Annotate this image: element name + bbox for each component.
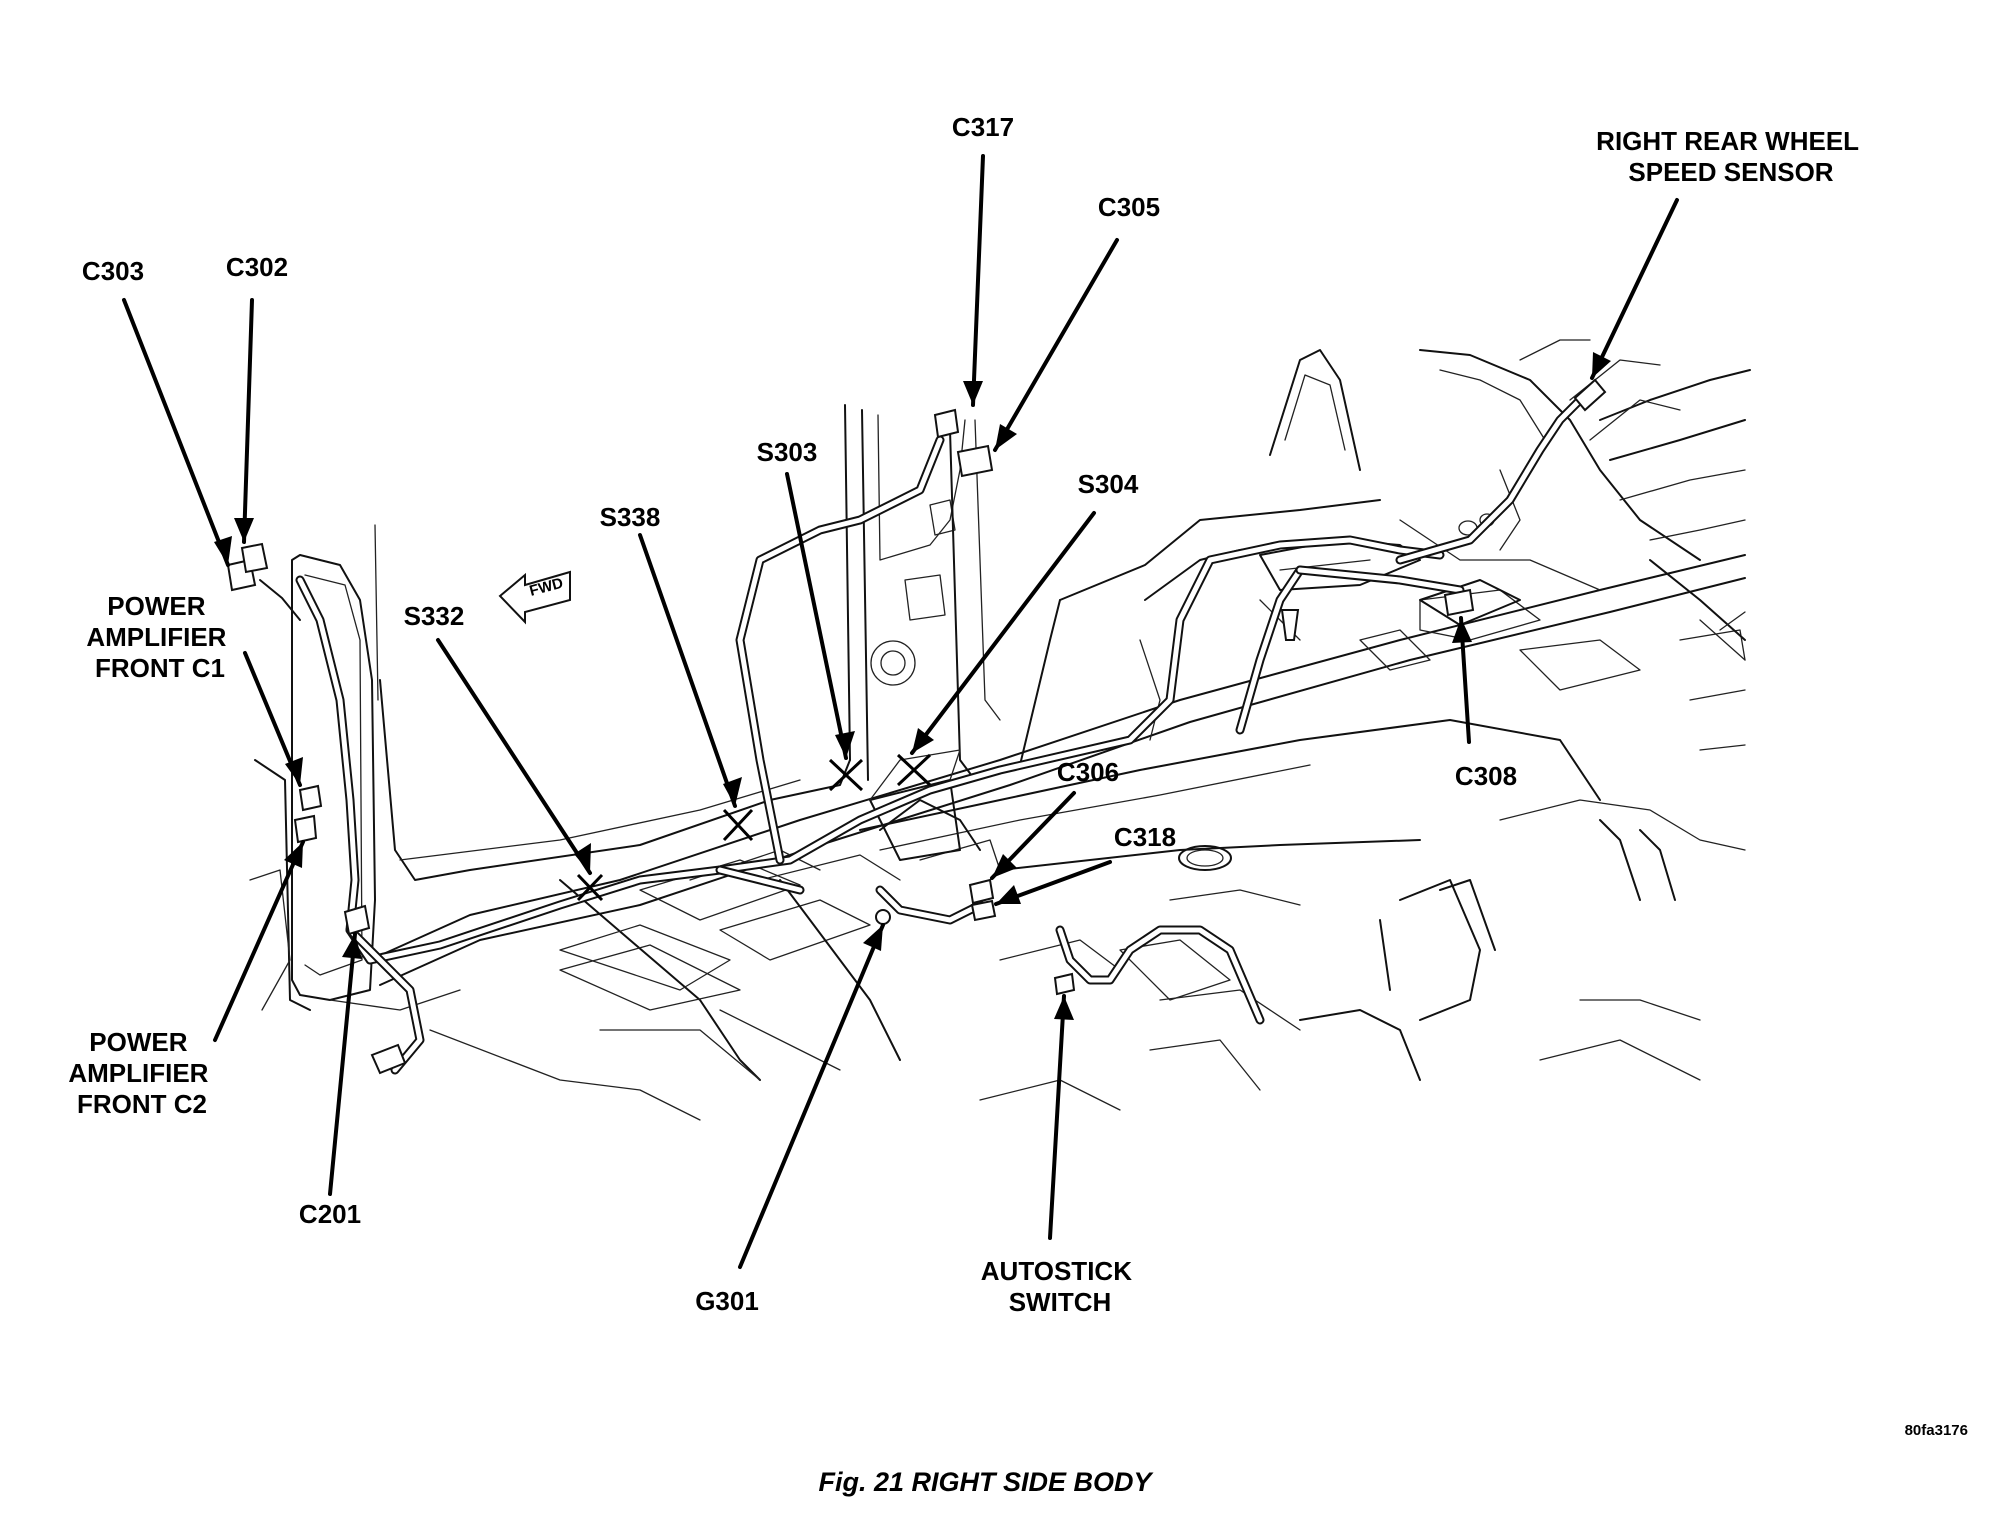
s304-splice-mark	[896, 753, 932, 787]
autostick-switch-connector	[1053, 972, 1076, 996]
s303-leader	[785, 472, 848, 760]
g301-arrowhead	[863, 925, 883, 951]
g301-label: G301	[695, 1286, 759, 1316]
power-amplifier-front-c1-label: POWER AMPLIFIER FRONT C1	[86, 591, 233, 683]
s303-arrowhead	[835, 731, 855, 758]
c303-label: C303	[82, 256, 144, 286]
c201-arrowhead	[342, 934, 362, 959]
c308-arrowhead	[1452, 618, 1472, 643]
right-rear-wheel-speed-sensor-part	[1573, 378, 1607, 412]
s304-label: S304	[1078, 469, 1139, 499]
s304-leader	[910, 511, 1096, 755]
c302-leader	[242, 298, 254, 544]
g301-ground	[875, 909, 891, 925]
right-rear-wheel-speed-sensor-arrowhead	[1592, 352, 1611, 378]
s303-label: S303	[757, 437, 818, 467]
c317-label: C317	[952, 112, 1014, 142]
c201-label: C201	[299, 1199, 361, 1229]
power-amplifier-front-c2-connector	[293, 814, 318, 844]
c305-connector	[956, 444, 994, 478]
s338-arrowhead	[723, 777, 742, 806]
s338-leader	[638, 533, 737, 808]
s303-splice-mark	[828, 758, 864, 792]
c201-connector	[343, 904, 371, 936]
s338-splice-mark	[722, 808, 754, 842]
c308-label: C308	[1455, 761, 1517, 791]
figure-reference-code: 80fa3176	[1905, 1422, 1968, 1439]
wiring-harness	[259, 395, 1585, 1075]
g301-leader	[738, 923, 885, 1269]
autostick-switch-leader	[1048, 994, 1066, 1240]
c302-arrowhead	[234, 518, 254, 542]
c318-label: C318	[1114, 822, 1176, 852]
autostick-switch-arrowhead	[1054, 996, 1074, 1020]
c302-connector	[240, 542, 269, 574]
power-amplifier-front-c2-arrowhead	[284, 842, 303, 868]
right-rear-wheel-speed-sensor-leader	[1590, 198, 1679, 380]
c302-label: C302	[226, 252, 288, 282]
c305-label: C305	[1098, 192, 1160, 222]
autostick-switch-label: AUTOSTICK SWITCH	[981, 1256, 1139, 1317]
autostick-switch-label-line-1: AUTOSTICK	[981, 1256, 1132, 1286]
power-amplifier-front-c1-connector	[298, 784, 323, 812]
figure-caption: Fig. 21 RIGHT SIDE BODY	[818, 1467, 1154, 1497]
leader-lines	[122, 154, 1679, 1269]
forward-arrow: FWD	[498, 570, 571, 625]
body-line-art	[249, 339, 1751, 1121]
c305-leader	[993, 238, 1119, 452]
s332-label: S332	[404, 601, 465, 631]
autostick-switch-label-line-2: SWITCH	[1009, 1287, 1112, 1317]
c308-connector	[1443, 588, 1475, 617]
c317-leader	[971, 154, 985, 407]
s332-splice-mark	[576, 873, 604, 902]
c303-arrowhead	[214, 536, 232, 565]
power-amplifier-front-c1-label-line-3: FRONT C1	[95, 653, 225, 683]
s332-arrowhead	[574, 843, 591, 873]
c318-connector	[970, 899, 997, 922]
s304-arrowhead	[912, 728, 934, 753]
components	[226, 378, 1607, 1075]
c317-connector	[933, 408, 960, 439]
antenna-lead-cylinder	[370, 1043, 407, 1075]
c306-label: C306	[1057, 757, 1119, 787]
power-amplifier-front-c2-label-line-1: POWER	[89, 1027, 187, 1057]
c318-arrowhead	[996, 885, 1021, 904]
power-amplifier-front-c2-leader	[213, 840, 305, 1042]
c303-leader	[122, 298, 230, 567]
push-pin-fastener	[1280, 609, 1300, 641]
callout-labels: C303 C302 C317 C305 RIGHT REAR WHEEL SPE…	[68, 112, 1866, 1317]
power-amplifier-front-c1-arrowhead	[285, 757, 303, 785]
power-amplifier-front-c1-label-line-1: POWER	[107, 591, 205, 621]
power-amplifier-front-c2-label: POWER AMPLIFIER FRONT C2	[68, 1027, 215, 1119]
s338-label: S338	[600, 502, 661, 532]
power-amplifier-front-c2-label-line-3: FRONT C2	[77, 1089, 207, 1119]
power-amplifier-front-c1-label-line-2: AMPLIFIER	[86, 622, 226, 652]
c201-leader	[328, 932, 357, 1196]
c305-arrowhead	[995, 424, 1017, 450]
splice-marks	[576, 753, 932, 902]
right-rear-wheel-speed-sensor-label-line-1: RIGHT REAR WHEEL	[1596, 126, 1859, 156]
right-rear-wheel-speed-sensor-label: RIGHT REAR WHEEL SPEED SENSOR	[1596, 126, 1866, 187]
s332-leader	[436, 638, 592, 875]
power-amplifier-front-c2-label-line-2: AMPLIFIER	[68, 1058, 208, 1088]
c317-arrowhead	[963, 381, 983, 405]
c306-connector	[968, 878, 995, 905]
leader-arrowheads	[214, 352, 1611, 1020]
c306-arrowhead	[992, 854, 1017, 878]
right-rear-wheel-speed-sensor-label-line-2: SPEED SENSOR	[1628, 157, 1833, 187]
